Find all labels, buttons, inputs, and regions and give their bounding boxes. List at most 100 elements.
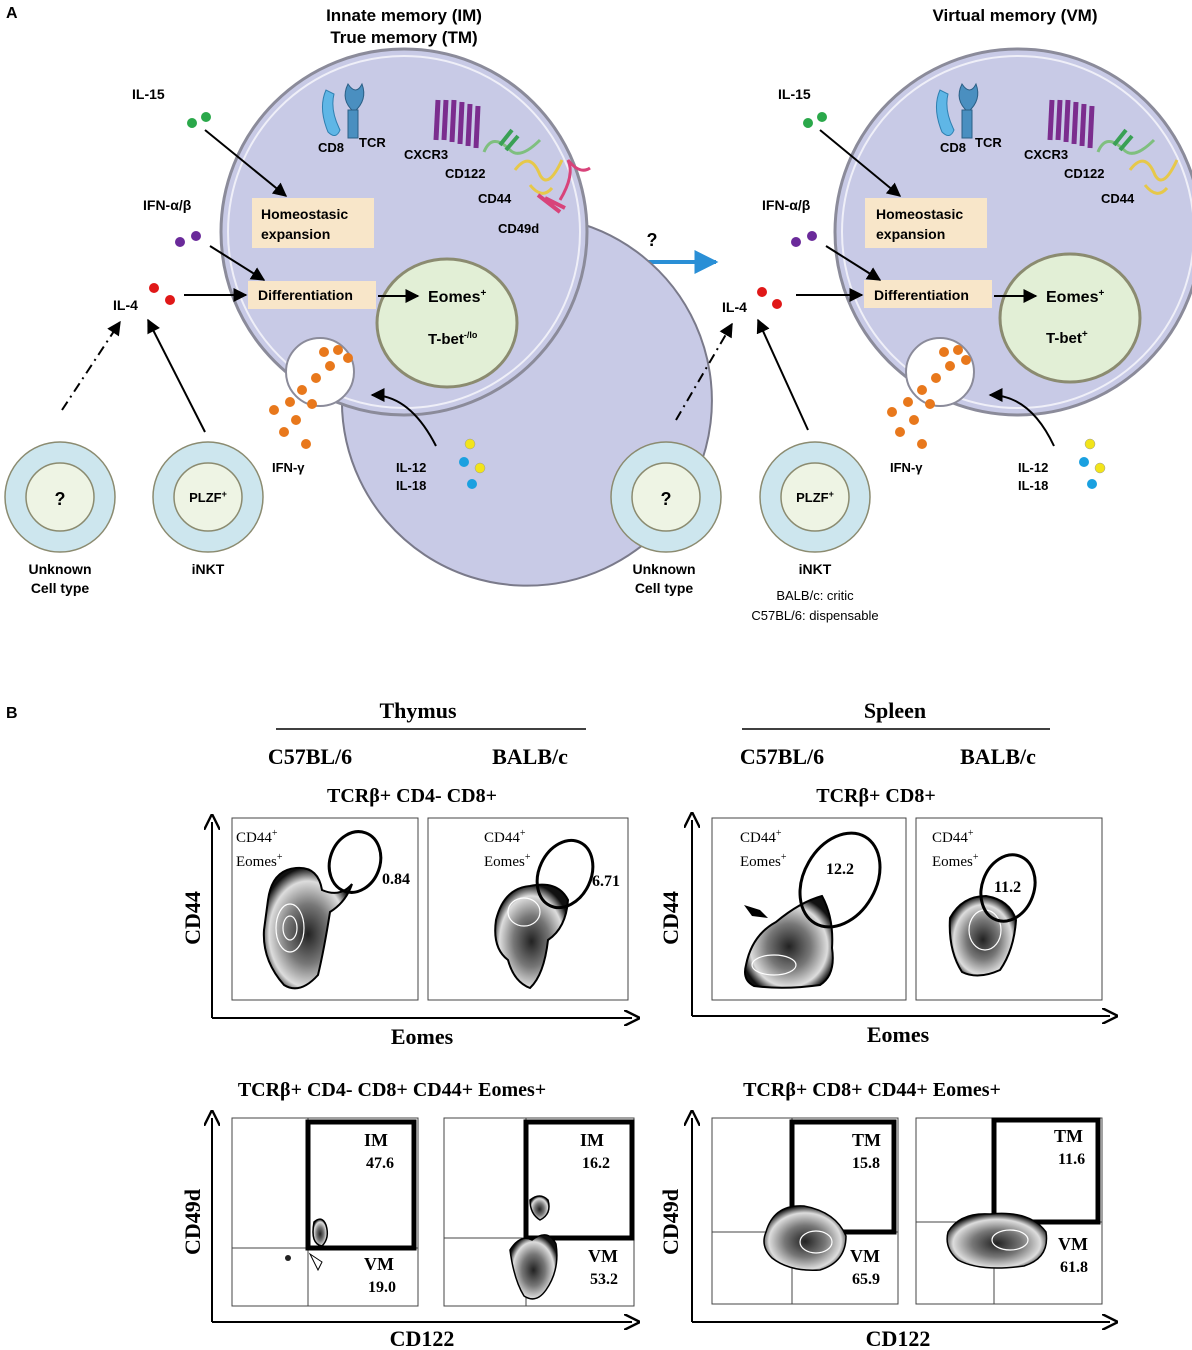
bp3-upper-label: TM (852, 1130, 881, 1150)
top-left-axes: CD44 Eomes (180, 822, 632, 1049)
left-tbet-label: T-bet-/lo (428, 330, 478, 348)
right-title: Virtual memory (VM) (932, 6, 1097, 25)
left-unknown-line2: Cell type (31, 580, 90, 596)
bp2-upper-label: IM (580, 1130, 604, 1150)
spleen-header: Spleen (864, 698, 926, 723)
bp3-lower-value: 65.9 (852, 1271, 880, 1288)
left-ifng-label: IFN-γ (272, 460, 305, 475)
right-tcr-label: TCR (975, 135, 1002, 150)
panel-a-label: A (6, 5, 18, 22)
spleen-gate-title: TCRβ+ CD8+ (816, 785, 935, 807)
tp2-value: 6.71 (592, 873, 620, 890)
tp3-value: 12.2 (826, 861, 854, 878)
bottom-left-axes: CD49d CD122 (180, 1118, 632, 1350)
left-ifnab-label: IFN-α/β (143, 197, 192, 213)
tp4-gate-cd44: CD44+ (932, 828, 974, 846)
top-left-x-axis: Eomes (391, 1024, 454, 1049)
left-il18-label: IL-18 (396, 478, 426, 493)
left-unknown-line1: Unknown (29, 561, 92, 577)
left-cd8-label: CD8 (318, 140, 344, 155)
right-homeostasic-label: Homeostasic (876, 206, 963, 222)
bottom-plot-thymus-c57: IM 47.6 VM 19.0 (231, 1117, 419, 1307)
top-right-axes: CD44 Eomes (658, 820, 1110, 1047)
left-il12-label: IL-12 (396, 460, 426, 475)
tp2-gate-eomes: Eomes+ (484, 852, 531, 870)
right-expansion-label: expansion (876, 226, 945, 242)
thymus-gate-title: TCRβ+ CD4- CD8+ (327, 785, 497, 807)
tp1-gate-eomes: Eomes+ (236, 852, 283, 870)
right-ifnab-label: IFN-α/β (762, 197, 811, 213)
thymus-gate2-title: TCRβ+ CD4- CD8+ CD44+ Eomes+ (238, 1079, 546, 1101)
left-tcr-label: TCR (359, 135, 386, 150)
tp1-value: 0.84 (382, 871, 410, 888)
left-ifng-dots (269, 345, 353, 449)
right-homeostasic-box (865, 198, 987, 248)
left-inkt-label: iNKT (192, 561, 225, 577)
thymus-c57-label: C57BL/6 (268, 744, 352, 769)
left-title-line2: True memory (TM) (330, 28, 477, 47)
bottom-left-x-axis: CD122 (390, 1326, 455, 1350)
spleen-gate2-title: TCRβ+ CD8+ CD44+ Eomes+ (743, 1079, 1001, 1101)
right-cd122-label: CD122 (1064, 166, 1104, 181)
right-plzf-label: PLZF+ (796, 489, 834, 505)
right-unknown-line1: Unknown (633, 561, 696, 577)
bp4-lower-value: 61.8 (1060, 1259, 1088, 1276)
right-receptors (936, 82, 1179, 195)
bp2-lower-value: 53.2 (590, 1271, 618, 1288)
bp1-upper-label: IM (364, 1130, 388, 1150)
panel-b-label: B (6, 705, 18, 722)
left-il4-label: IL-4 (113, 297, 138, 313)
left-cd49d-label: CD49d (498, 221, 539, 236)
left-homeostasic-box (252, 198, 374, 248)
left-cd122-label: CD122 (445, 166, 485, 181)
tp3-gate-cd44: CD44+ (740, 828, 782, 846)
left-il15-label: IL-15 (132, 86, 165, 102)
right-il15-label: IL-15 (778, 86, 811, 102)
balbc-note: BALB/c: critic (776, 588, 854, 603)
top-plot-spleen-balbc: CD44+ Eomes+ 11.2 (915, 817, 1103, 1001)
bottom-left-y-axis: CD49d (180, 1189, 205, 1255)
left-eomes-label: Eomes+ (428, 288, 486, 306)
left-expansion-label: expansion (261, 226, 330, 242)
right-unknown-question: ? (661, 489, 672, 509)
top-right-x-axis: Eomes (867, 1022, 930, 1047)
left-title-line1: Innate memory (IM) (326, 6, 482, 25)
right-il4-label: IL-4 (722, 299, 747, 315)
right-eomes-label: Eomes+ (1046, 288, 1104, 306)
right-cell (833, 47, 1192, 417)
tp1-gate-cd44: CD44+ (236, 828, 278, 846)
left-differentiation-box (248, 281, 376, 309)
left-plzf-label: PLZF+ (189, 489, 227, 505)
left-receptors (322, 82, 591, 214)
bp1-upper-value: 47.6 (366, 1155, 394, 1172)
left-cxcr3-label: CXCR3 (404, 147, 448, 162)
bp4-upper-label: TM (1054, 1126, 1083, 1146)
left-cd44-label: CD44 (478, 191, 512, 206)
left-unknown-question: ? (55, 489, 66, 509)
right-cd44-label: CD44 (1101, 191, 1135, 206)
spleen-c57-label: C57BL/6 (740, 744, 824, 769)
right-cxcr3-label: CXCR3 (1024, 147, 1068, 162)
left-inkt-cell (152, 441, 264, 553)
thymus-balbc-label: BALB/c (492, 744, 568, 769)
top-right-y-axis: CD44 (658, 891, 683, 945)
right-il18-label: IL-18 (1018, 478, 1048, 493)
c57-note: C57BL/6: dispensable (751, 608, 878, 623)
right-unknown-line2: Cell type (635, 580, 694, 596)
tp4-value: 11.2 (994, 879, 1021, 896)
transition-question: ? (647, 230, 658, 250)
tp4-gate-eomes: Eomes+ (932, 852, 979, 870)
bp2-lower-label: VM (588, 1246, 618, 1266)
spleen-balbc-label: BALB/c (960, 744, 1036, 769)
bp3-lower-label: VM (850, 1246, 880, 1266)
top-plot-spleen-c57: CD44+ Eomes+ 12.2 (711, 817, 907, 1001)
bp4-upper-value: 11.6 (1058, 1151, 1085, 1168)
top-left-y-axis: CD44 (180, 891, 205, 945)
bottom-right-y-axis: CD49d (658, 1189, 683, 1255)
right-differentiation-label: Differentiation (874, 287, 969, 303)
bp1-lower-label: VM (364, 1254, 394, 1274)
right-inkt-cell (759, 441, 871, 553)
right-ifng-dots (887, 345, 971, 449)
bp3-upper-value: 15.8 (852, 1155, 880, 1172)
